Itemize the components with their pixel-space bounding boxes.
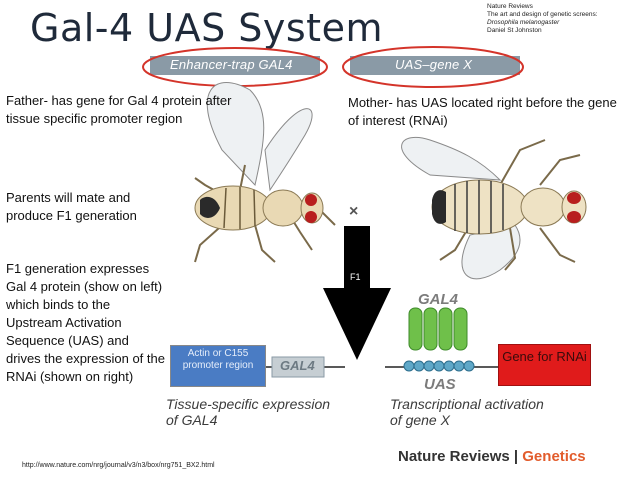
caption-left: Tissue-specific expression of GAL4 bbox=[166, 396, 330, 428]
brand-logo: Nature Reviews | Genetics bbox=[398, 448, 586, 465]
cross-symbol: × bbox=[349, 203, 359, 220]
gene-box: Gene for RNAi bbox=[498, 344, 591, 386]
reference-line-1: Nature Reviews bbox=[487, 3, 533, 10]
circle-outline-right bbox=[342, 46, 524, 88]
circle-outline-left bbox=[142, 47, 328, 87]
header-right: UAS–gene X bbox=[395, 57, 473, 72]
uas-beads-icon bbox=[403, 360, 475, 372]
f1-arrow-icon bbox=[323, 226, 391, 360]
parents-description: Parents will mate and produce F1 generat… bbox=[6, 190, 137, 223]
header-left: Enhancer-trap GAL4 bbox=[170, 57, 293, 72]
reference-line-2: The art and design of genetic screens: bbox=[487, 11, 598, 18]
gal4-gene-label: GAL4 bbox=[280, 358, 315, 373]
header-bar-right bbox=[350, 56, 520, 75]
slide-title: Gal-4 UAS System bbox=[30, 6, 383, 50]
brand-main: Nature Reviews bbox=[398, 448, 510, 465]
brand-separator: | bbox=[509, 448, 523, 465]
caption-left-line-2: of GAL4 bbox=[166, 412, 218, 428]
f1-expression-description: F1 generation expresses Gal 4 protein (s… bbox=[6, 261, 165, 384]
caption-right: Transcriptional activation of gene X bbox=[390, 396, 544, 428]
fly-right-icon bbox=[401, 136, 587, 280]
gal4-protein-icon bbox=[408, 307, 468, 351]
reference-note: Nature Reviews The art and design of gen… bbox=[487, 3, 635, 35]
uas-label: UAS bbox=[424, 376, 456, 393]
header-bar-left bbox=[150, 56, 320, 75]
caption-left-line-1: Tissue-specific expression bbox=[166, 396, 331, 412]
source-link[interactable]: http://www.nature.com/nrg/journal/v3/n3/… bbox=[22, 462, 215, 469]
promoter-box: Actin or C155 promoter region bbox=[170, 345, 266, 387]
gal4-protein-label: GAL4 bbox=[418, 291, 459, 308]
mother-description: Mother- has UAS located right before the… bbox=[348, 95, 617, 128]
reference-line-3: Drosophila melanogaster bbox=[487, 19, 560, 26]
f1-label: F1 bbox=[350, 272, 361, 282]
caption-right-line-1: Transcriptional activation bbox=[390, 396, 544, 412]
brand-accent: Genetics bbox=[522, 448, 586, 465]
gal4-gene-box bbox=[271, 356, 325, 378]
fly-left-icon bbox=[194, 82, 336, 263]
reference-line-4: Daniel St Johnston bbox=[487, 27, 542, 34]
father-description: Father- has gene for Gal 4 protein after… bbox=[6, 93, 232, 126]
caption-right-line-2: of gene X bbox=[390, 412, 450, 428]
